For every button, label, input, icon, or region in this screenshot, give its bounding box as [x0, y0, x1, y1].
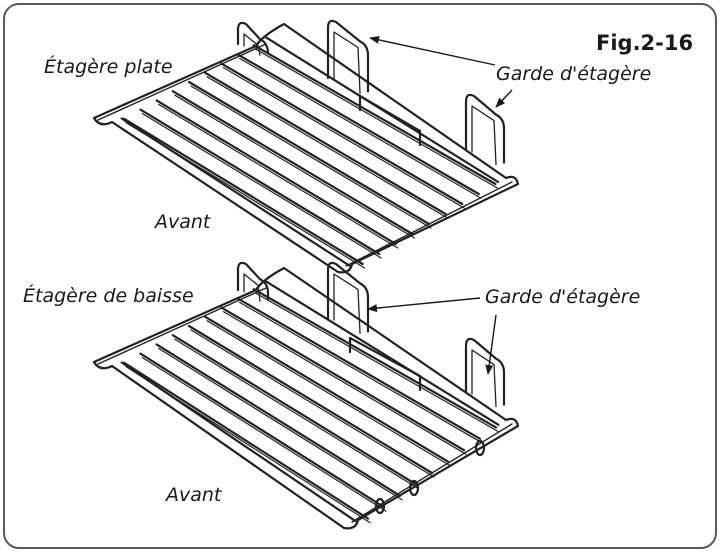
rack-cross-wire-shadow — [174, 94, 415, 239]
rack-cross-wire — [139, 108, 381, 256]
rack-cross-wire-shadow — [239, 301, 483, 444]
rack-cross-wire — [252, 288, 498, 429]
figure-frame — [3, 3, 717, 549]
flat-rack-drawing — [92, 19, 520, 274]
rack-cross-wire-shadow — [158, 347, 403, 501]
offset-rack-label: Étagère de baisse — [23, 285, 194, 307]
rack-cross-wire — [187, 80, 431, 226]
rack-cross-wire — [220, 306, 466, 452]
rack-cross-wire — [171, 334, 418, 486]
offset-rack-guard-label: Garde d'étagère — [485, 286, 641, 308]
rack-outer-frame — [92, 22, 520, 274]
rack-cross-wire — [155, 99, 397, 246]
rack-cross-wire — [123, 117, 364, 266]
rack-guard — [236, 21, 270, 55]
callout-arrows — [367, 35, 513, 375]
rack-guard-inner — [243, 273, 261, 302]
rack-cross-wire — [236, 53, 480, 196]
flat-rack-guard-label: Garde d'étagère — [496, 63, 652, 85]
rack-cross-wire — [171, 90, 414, 236]
rack-cross-wire-shadow — [158, 103, 399, 249]
rack-cross-wire — [252, 44, 497, 186]
rack-cross-wire-shadow — [239, 57, 482, 199]
rack-cross-wire — [139, 352, 386, 509]
rack-guard-inner — [333, 31, 361, 95]
rack-guard-inner — [471, 349, 497, 408]
rack-cross-wire-shadow — [206, 76, 449, 219]
rack-cross-wire-shadow — [190, 329, 435, 478]
rack-cross-wire-shadow — [222, 311, 467, 455]
rack-cross-wire-shadow — [125, 122, 366, 269]
flat-rack-label: Étagère plate — [44, 56, 173, 78]
rack-cross-wire-shadow — [125, 366, 371, 524]
offset-rack-front-label: Avant — [166, 484, 222, 506]
flat-rack-front-label: Avant — [155, 211, 211, 233]
guard-arrow-top-right — [495, 89, 513, 108]
rack-cross-wire-shadow — [222, 66, 465, 209]
rack-cross-wire-shadow — [141, 112, 382, 259]
guard-arrow-top-left — [369, 35, 496, 66]
rack-guard — [464, 337, 506, 406]
rack-cross-wire — [123, 361, 370, 520]
rack-side-rail — [97, 287, 267, 365]
rack-cross-wire-shadow — [255, 292, 499, 432]
rack-foot — [408, 479, 420, 497]
rack-cross-wire-shadow — [190, 85, 432, 229]
rack-guard-inner — [471, 105, 497, 166]
rack-dropped-bridge — [358, 94, 422, 147]
offset-rack-drawing — [92, 261, 520, 530]
rack-cross-wire-shadow — [174, 338, 419, 489]
rack-cross-wire — [204, 315, 450, 463]
rack-cross-wire — [187, 324, 434, 475]
guard-arrow-bottom-right — [485, 314, 497, 375]
rack-cross-wire — [155, 343, 402, 497]
rack-guard — [464, 93, 506, 164]
rack-side-rail — [97, 43, 267, 121]
rack-guard — [236, 261, 270, 301]
rack-cross-wire — [220, 62, 464, 206]
rack-cross-wire-shadow — [141, 357, 387, 512]
rack-guard-inner — [333, 273, 361, 335]
rack-foot — [474, 439, 486, 457]
rack-side-rail — [345, 181, 513, 267]
rack-cross-wire — [236, 297, 482, 440]
rack-inner-back-rail — [265, 280, 500, 426]
rack-guard-inner — [243, 33, 261, 56]
rack-guard — [326, 261, 370, 333]
rack-cross-wire-shadow — [255, 48, 498, 189]
rack-foot — [374, 497, 386, 515]
rack-dropped-bridge — [348, 336, 422, 392]
rack-cross-wire-shadow — [206, 320, 451, 467]
figure-number: Fig.2-16 — [596, 31, 694, 55]
rack-outer-frame — [92, 266, 520, 530]
rack-cross-wire — [204, 71, 447, 216]
rack-side-rail — [351, 423, 513, 523]
rack-guard — [326, 19, 370, 93]
guard-arrow-bottom-left — [367, 297, 481, 313]
